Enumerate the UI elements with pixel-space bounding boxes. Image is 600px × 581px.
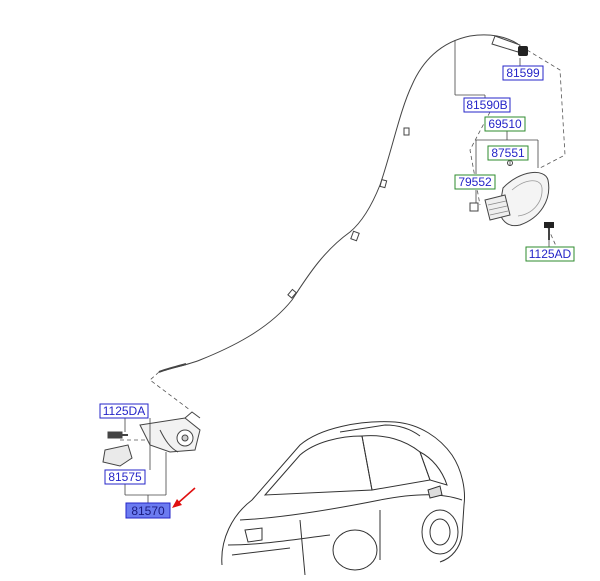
- label-81570-highlighted[interactable]: 81570: [125, 502, 171, 519]
- label-1125AD[interactable]: 1125AD: [525, 246, 575, 262]
- fuel-door-icon: [484, 172, 550, 227]
- svg-text:1125DA: 1125DA: [103, 404, 145, 418]
- label-81599[interactable]: 81599: [502, 65, 544, 81]
- label-69510[interactable]: 69510: [484, 116, 526, 132]
- svg-text:81575: 81575: [108, 470, 142, 484]
- cable-end-fitting: [491, 35, 528, 56]
- release-actuator-icon: [102, 411, 201, 467]
- cable-icon: [158, 34, 519, 373]
- car-outline-icon: [221, 421, 465, 576]
- svg-text:1125AD: 1125AD: [529, 247, 572, 261]
- screw-icon: [544, 222, 554, 240]
- svg-text:87551: 87551: [491, 146, 525, 160]
- part-labels: 81599 81590B 69510 87551 79552 1125AD 11…: [99, 65, 575, 519]
- svg-text:79552: 79552: [458, 175, 492, 189]
- pointer-arrow-icon: [172, 487, 196, 508]
- label-1125DA[interactable]: 1125DA: [99, 403, 149, 419]
- leader-lines: [124, 40, 550, 503]
- svg-text:81570: 81570: [131, 504, 165, 518]
- label-79552[interactable]: 79552: [454, 174, 496, 190]
- label-81590B[interactable]: 81590B: [463, 97, 511, 113]
- label-87551[interactable]: 87551: [487, 145, 529, 161]
- release-cable: [158, 34, 519, 373]
- svg-text:81590B: 81590B: [466, 98, 507, 112]
- svg-text:69510: 69510: [488, 117, 522, 131]
- label-81575[interactable]: 81575: [104, 469, 146, 485]
- svg-text:81599: 81599: [506, 66, 540, 80]
